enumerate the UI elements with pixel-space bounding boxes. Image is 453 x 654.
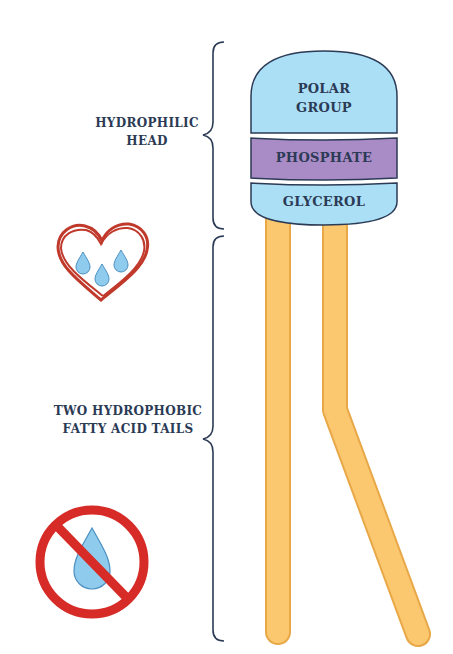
- head-band: GLYCEROL: [250, 182, 398, 226]
- polar-group-dome: POLAR GROUP: [250, 50, 398, 134]
- node-outline: [251, 51, 397, 133]
- bracket-label: HYDROPHILIC HEAD: [88, 114, 206, 150]
- heart-outline: [58, 224, 148, 300]
- straight-tail: [267, 214, 289, 632]
- water-drop: [76, 252, 90, 274]
- water-drop: [114, 250, 128, 272]
- bracket-label: TWO HYDROPHOBIC FATTY ACID TAILS: [52, 402, 204, 438]
- head-band: PHOSPHATE: [250, 137, 398, 179]
- fatty-acid-tails: [278, 214, 418, 634]
- prohibition-slash: [56, 525, 128, 599]
- node-text: PHOSPHATE: [254, 149, 394, 168]
- prohibition-circle: [40, 510, 144, 614]
- kinked-tail: [335, 214, 418, 634]
- tail-outline: [265, 214, 291, 632]
- node-outline: [251, 138, 397, 180]
- no-water-icon: [40, 510, 144, 614]
- node-outline: [251, 183, 397, 225]
- node-text: POLAR GROUP: [282, 80, 366, 118]
- node-text: GLYCEROL: [254, 193, 394, 212]
- tail-outline: [335, 214, 418, 634]
- head-bracket: [203, 42, 224, 229]
- tails-bracket: [203, 236, 224, 641]
- heart-outline: [61, 228, 144, 296]
- heart-icon: [58, 224, 148, 300]
- water-drop: [95, 264, 109, 286]
